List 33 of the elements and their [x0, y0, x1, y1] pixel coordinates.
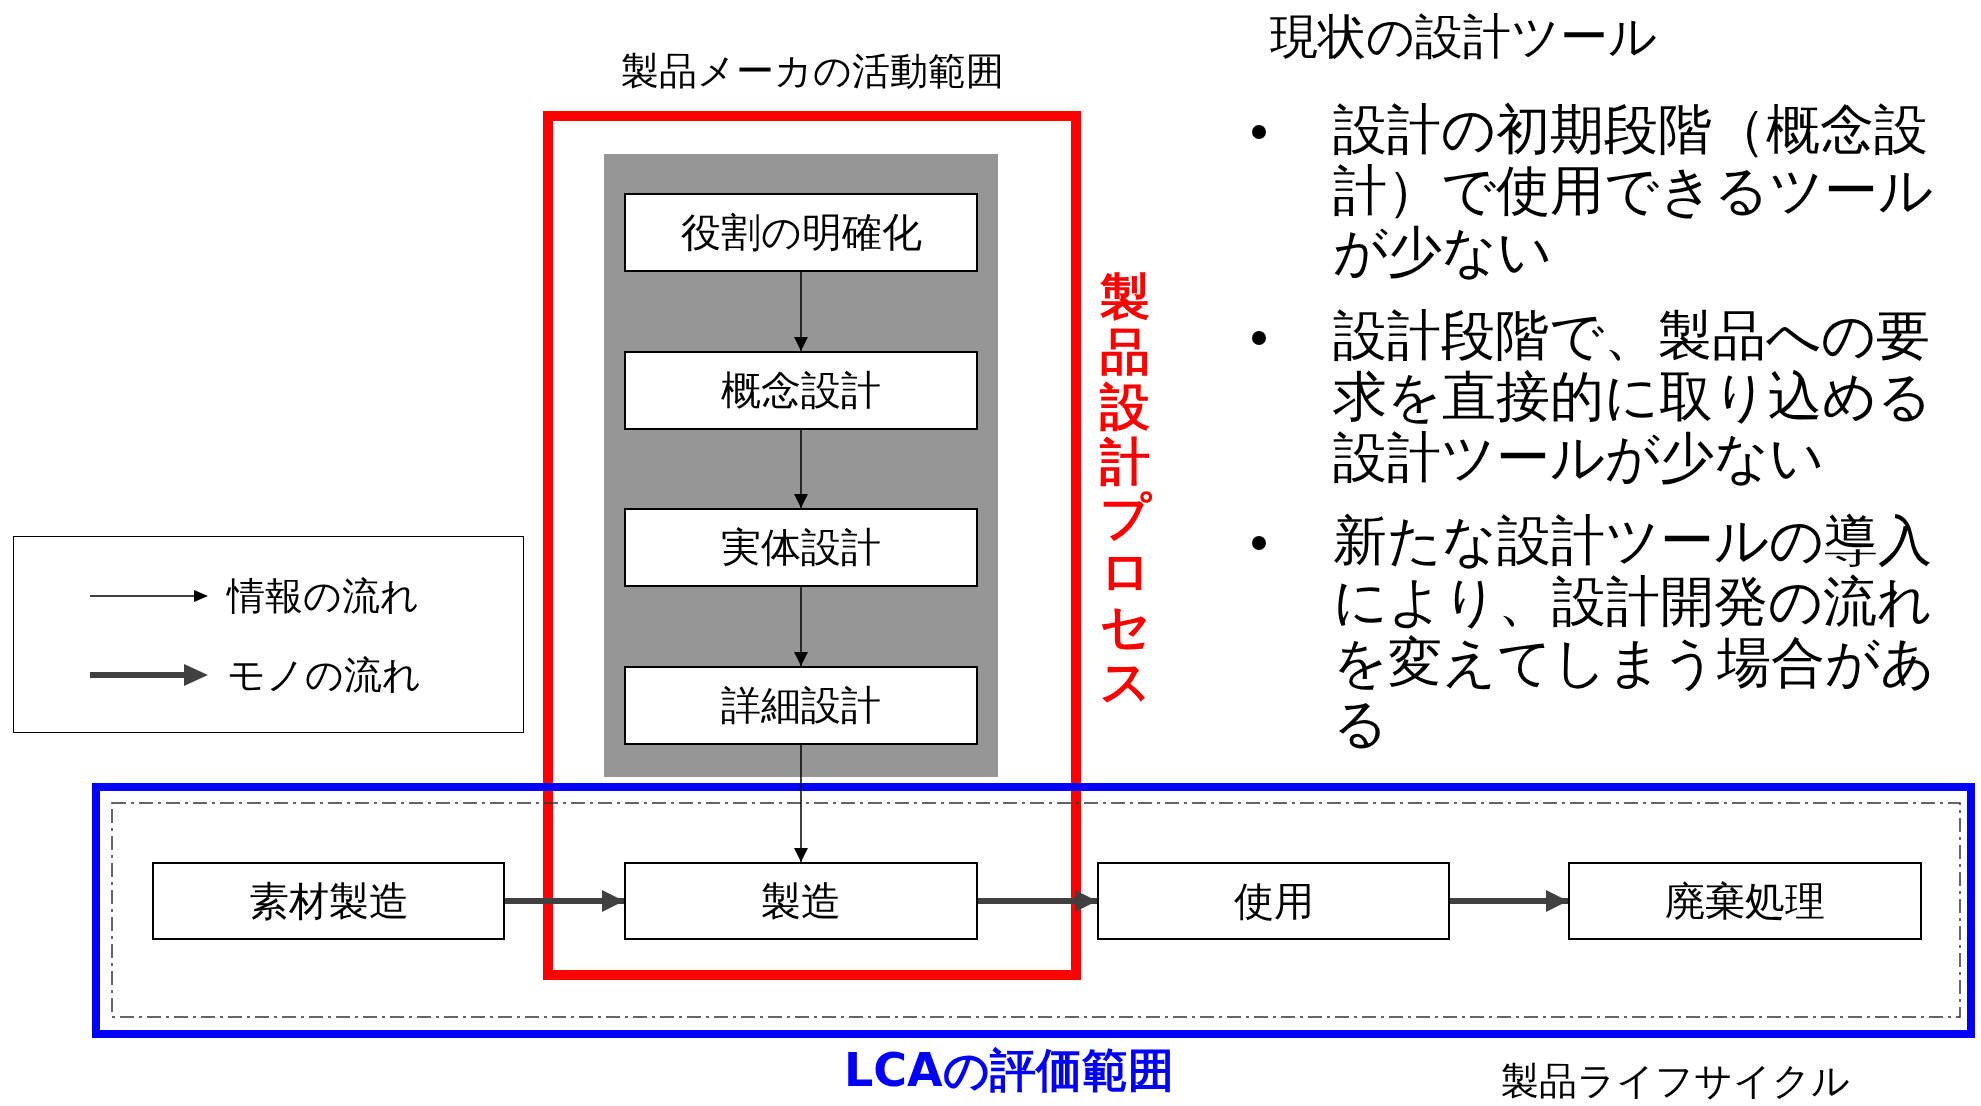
box-label: 役割の明確化 — [679, 208, 923, 257]
arrow — [794, 586, 808, 667]
vertical-heading: 製品設計プロセス — [1100, 270, 1150, 710]
bullet-text: 設計段階で、製品への要求を直接的に取り込める設計ツールが少ない — [1333, 305, 1933, 488]
flow-arrow — [978, 890, 1097, 912]
process-box — [624, 193, 978, 272]
bullet-text: 設計の初期段階（概念設計）で使用できるツールが少ない — [1333, 99, 1934, 282]
box-label: 使用 — [1232, 877, 1315, 926]
process-box — [624, 508, 978, 587]
flow-arrow — [505, 890, 624, 912]
process-box — [1568, 862, 1922, 940]
box-label: 製造 — [760, 877, 842, 926]
frame-heading: LCAの評価範囲 — [844, 1042, 1174, 1099]
process-box — [624, 862, 978, 940]
box-label: 概念設計 — [720, 366, 882, 415]
box-label: 素材製造 — [247, 877, 410, 926]
box-label: 廃棄処理 — [1664, 877, 1826, 926]
arrow — [794, 429, 808, 509]
flow-arrow — [1450, 890, 1568, 912]
frame-heading: 製品メーカの活動範囲 — [619, 48, 1005, 95]
process-box — [624, 666, 978, 745]
process-box — [624, 351, 978, 430]
arrow — [794, 744, 808, 863]
box-label: 実体設計 — [720, 523, 882, 572]
legend-label: 情報の流れ — [227, 573, 419, 620]
box-label: 詳細設計 — [720, 681, 882, 730]
arrow — [794, 271, 808, 352]
process-box — [152, 862, 505, 940]
bullet-text: 新たな設計ツールの導入により、設計開発の流れを変えてしまう場合がある — [1333, 510, 1936, 754]
section-heading: 現状の設計ツール — [1270, 7, 1657, 66]
process-box — [1097, 862, 1450, 940]
legend-label: モノの流れ — [227, 652, 421, 699]
frame-heading: 製品ライフサイクル — [1501, 1058, 1850, 1104]
